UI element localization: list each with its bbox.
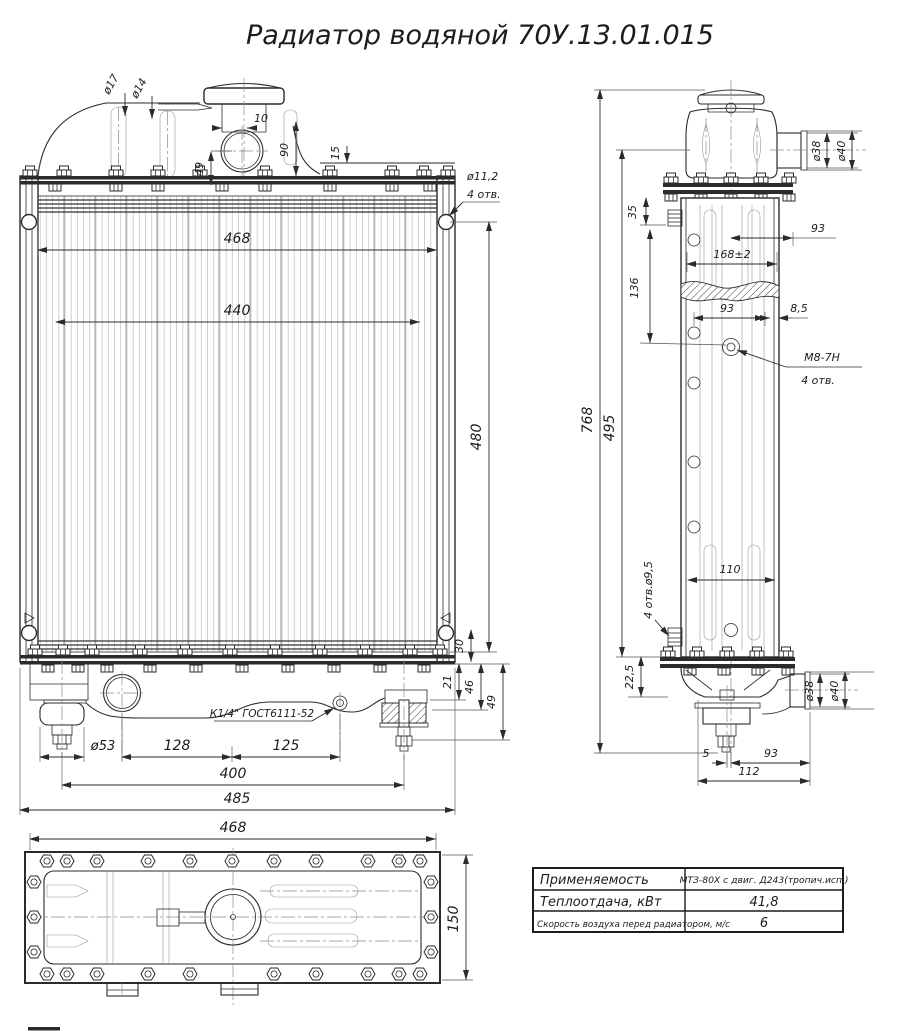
bottom-dimensions: 468 150: [29, 820, 473, 981]
break-band: [680, 281, 780, 302]
right-mount: [379, 660, 429, 760]
frame-edge-mark: [28, 1027, 60, 1031]
dim-pipe-38-bot: ø38: [803, 681, 816, 703]
side-bottom-pipe: ø38 ø40: [785, 671, 874, 710]
table-row-airspeed-value: 6: [760, 916, 768, 931]
side-lower-tank: [680, 667, 791, 766]
dim-core-width-468: 468: [224, 231, 251, 247]
dim-22-5: 22,5: [623, 665, 636, 690]
dim-rib-dia-14: ø14: [128, 76, 150, 101]
dim-53: ø53: [90, 739, 116, 754]
dim-pipe-40-top: ø40: [835, 141, 848, 163]
side-body: [667, 197, 780, 658]
dim-8-5: 8,5: [790, 302, 808, 315]
m8-thread-label: М8-7Н: [804, 351, 840, 364]
dim-pipe-38-top: ø38: [810, 141, 823, 163]
side-top-pipe: ø38 ø40: [770, 130, 866, 171]
m8-qty-label: 4 отв.: [801, 374, 835, 387]
dim-5: 5: [703, 747, 710, 760]
hole-dia-label: ø11,2: [466, 170, 498, 183]
table-row-heat-label: Теплоотдача, кВт: [540, 895, 662, 910]
dim-bottom-468: 468: [220, 820, 247, 836]
left-drain-plug: [39, 660, 87, 758]
dim-35: 35: [626, 205, 639, 219]
dim-height-480: 480: [469, 424, 485, 451]
table-row-applicability-label: Применяемость: [540, 873, 649, 888]
dim-110: 110: [720, 563, 741, 576]
dim-rib-dia-17: ø17: [100, 72, 122, 97]
top-flange: [20, 165, 456, 192]
dim-112: 112: [739, 765, 760, 778]
side-top-flange: [663, 172, 797, 202]
dim-90: 90: [278, 143, 291, 157]
table-row-airspeed-label: Скорость воздуха перед радиатором, м/с: [537, 920, 730, 930]
dim-495: 495: [602, 415, 618, 442]
page-title: Радиатор водяной 70У.13.01.015: [246, 20, 714, 51]
dim-768: 768: [580, 407, 596, 434]
dim-49-bot: 49: [485, 695, 498, 709]
bottom-view: 468 150: [24, 820, 473, 1031]
hole-qty-label: 4 отв.: [467, 188, 501, 201]
dim-30: 30: [453, 639, 466, 653]
dim-bottom-150: 150: [446, 906, 462, 933]
dim-46: 46: [463, 680, 476, 694]
dim-pipe-40-bot: ø40: [828, 681, 841, 703]
table-row-applicability-value: МТЗ-80Х с двиг. Д243(тропич.исп.): [680, 875, 849, 886]
dim-93-top: 93: [811, 222, 825, 235]
side-view: ø38 ø40: [580, 80, 874, 786]
dim-136: 136: [628, 278, 641, 299]
dim-21: 21: [441, 675, 454, 689]
dim-440: 440: [224, 303, 251, 319]
spec-table: Применяемость МТЗ-80Х с двиг. Д243(тропи…: [532, 867, 849, 933]
filler-cap: [203, 78, 285, 176]
upper-tank: [37, 78, 455, 178]
side-dimensions: 768 495 35 136 93 168±2 93 8,5 М8-7Н 4 о…: [580, 89, 862, 786]
dim-168: 168±2: [713, 248, 750, 261]
table-row-heat-value: 41,8: [750, 895, 779, 910]
front-view: ø17 ø14 10 90 49 15 468 440 480 ø11,2 4 …: [19, 72, 510, 815]
dim-neck-10: 10: [254, 112, 268, 125]
dim-125: 125: [273, 738, 300, 754]
filler-boss: [156, 888, 262, 946]
stamped-ribs: [46, 884, 420, 948]
dim-128: 128: [164, 738, 191, 754]
dim-49-top: 49: [193, 162, 206, 176]
thread-spec-label: К1/4" ГОСТ6111-52: [210, 708, 315, 720]
overflow-pipe: [158, 103, 213, 111]
radiator-core: [37, 195, 438, 653]
side-bottom-flange: [660, 646, 795, 676]
dim-93-bot: 93: [764, 747, 778, 760]
dim-93-mid: 93: [720, 302, 734, 315]
dim-400: 400: [220, 766, 247, 782]
bottom-pipes: [106, 982, 259, 1000]
dim-15: 15: [329, 146, 342, 160]
bottom-bolts: [26, 854, 439, 981]
bottom-flange: [20, 644, 455, 673]
front-dimensions: ø17 ø14 10 90 49 15 468 440 480 ø11,2 4 …: [19, 72, 510, 815]
lower-tank: [29, 663, 386, 760]
holes-9-5-label: 4 отв.ø9,5: [642, 561, 655, 619]
dim-485: 485: [224, 791, 251, 807]
